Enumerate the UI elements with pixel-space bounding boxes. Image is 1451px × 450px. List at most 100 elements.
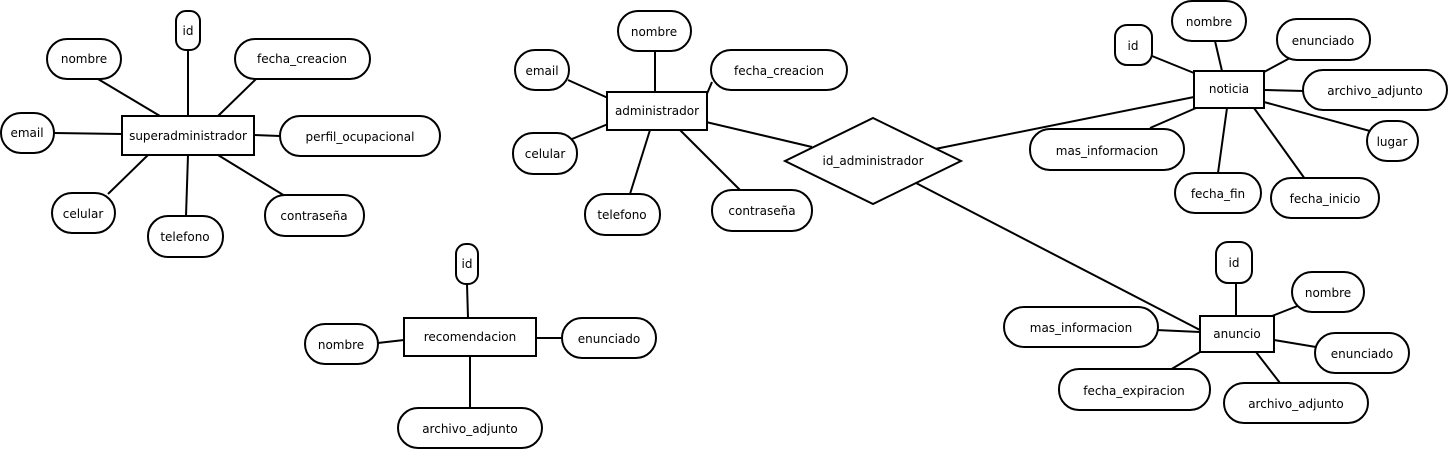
attr-label: telefono xyxy=(597,208,646,222)
attr-noticia-mas_informacion: mas_informacion xyxy=(1029,128,1185,171)
attr-label: enunciado xyxy=(1331,347,1393,361)
edge-superadministrador-nombre xyxy=(97,78,161,117)
edge-administrador-telefono xyxy=(629,129,651,195)
edge-anuncio-mas_informacion xyxy=(1155,329,1201,333)
edge-administrador-celular xyxy=(571,123,609,140)
attr-administrador-email: email xyxy=(514,49,570,91)
attr-administrador-fecha_creacion: fecha_creacion xyxy=(710,49,848,91)
edge-noticia-fecha_inicio xyxy=(1253,107,1306,180)
edge-noticia-fecha_fin xyxy=(1217,107,1228,174)
attr-anuncio-fecha_expiracion: fecha_expiracion xyxy=(1058,368,1211,411)
attr-superadministrador-id: id xyxy=(175,10,201,51)
attr-label: contraseña xyxy=(280,209,347,223)
attr-label: fecha_expiracion xyxy=(1083,384,1185,398)
entity-noticia: noticia xyxy=(1193,70,1265,109)
edge-anuncio-archivo xyxy=(1255,351,1281,384)
attr-recomendacion-enunciado: enunciado xyxy=(561,317,657,359)
attr-label: fecha_inicio xyxy=(1290,192,1361,206)
attr-anuncio-enunciado: enunciado xyxy=(1314,332,1410,374)
attr-label: nombre xyxy=(631,25,677,39)
edge-anuncio-nombre xyxy=(1271,304,1301,317)
attr-noticia-archivo_adjunto: archivo_adjunto xyxy=(1302,69,1448,111)
edge-anuncio-fecha_expiracion xyxy=(1169,351,1201,371)
attr-label: id xyxy=(183,24,194,38)
attr-label: contraseña xyxy=(728,204,795,218)
edge-noticia-archivo xyxy=(1263,89,1305,92)
attr-superadministrador-fecha_creacion: fecha_creacion xyxy=(234,38,371,80)
attr-label: enunciado xyxy=(1292,34,1354,48)
attr-superadministrador-contrasena: contraseña xyxy=(264,194,365,237)
attr-superadministrador-nombre: nombre xyxy=(46,38,122,80)
edges xyxy=(53,40,1371,408)
attr-recomendacion-nombre: nombre xyxy=(304,323,379,365)
entity-label: anuncio xyxy=(1213,327,1260,341)
edge-noticia-id xyxy=(1151,55,1195,74)
entity-anuncio: anuncio xyxy=(1199,315,1275,353)
attr-administrador-nombre: nombre xyxy=(617,10,692,52)
entity-label: superadministrador xyxy=(129,129,247,143)
attr-label: email xyxy=(525,64,558,78)
attr-label: celular xyxy=(525,147,566,161)
attr-superadministrador-celular: celular xyxy=(51,192,116,234)
edge-administrador-contrasena xyxy=(679,129,741,191)
edge-recomendacion-id xyxy=(466,283,469,319)
entity-box xyxy=(606,91,708,131)
attr-label: archivo_adjunto xyxy=(1327,84,1423,98)
attr-label: fecha_creacion xyxy=(257,52,347,66)
attr-superadministrador-telefono: telefono xyxy=(147,215,224,258)
attr-label: nombre xyxy=(1186,15,1232,29)
attr-anuncio-mas_informacion: mas_informacion xyxy=(1003,306,1159,348)
edge-relationship-anuncio xyxy=(915,182,1201,331)
entity-recomendacion: recomendacion xyxy=(403,317,537,357)
edge-administrador-email xyxy=(567,79,609,99)
attr-administrador-celular: celular xyxy=(512,132,578,175)
attr-label: archivo_adjunto xyxy=(422,422,518,436)
attr-label: mas_informacion xyxy=(1030,321,1132,335)
edge-superadministrador-fecha_creacion xyxy=(217,78,257,117)
edge-superadministrador-celular xyxy=(107,154,149,195)
attr-noticia-id: id xyxy=(1114,24,1153,66)
edge-noticia-nombre xyxy=(1214,40,1223,72)
attr-anuncio-nombre: nombre xyxy=(1291,271,1365,313)
edge-administrador-relationship xyxy=(705,121,813,148)
attr-recomendacion-id: id xyxy=(455,243,479,285)
attr-label: celular xyxy=(63,207,104,221)
attr-noticia-enunciado: enunciado xyxy=(1276,18,1371,61)
entity-box xyxy=(1199,315,1275,353)
edge-relationship-noticia xyxy=(934,96,1195,150)
attr-label: archivo_adjunto xyxy=(1248,397,1344,411)
attr-label: id xyxy=(462,257,473,271)
attr-label: email xyxy=(10,126,43,140)
entity-box xyxy=(403,317,537,357)
attr-administrador-telefono: telefono xyxy=(584,193,661,236)
edge-noticia-enunciado xyxy=(1263,57,1291,73)
edge-superadministrador-email xyxy=(53,132,123,135)
attr-label: nombre xyxy=(1305,286,1351,300)
entity-box xyxy=(121,115,255,156)
attr-label: fecha_fin xyxy=(1191,187,1245,201)
attr-administrador-contrasena: contraseña xyxy=(711,189,813,232)
attr-label: enunciado xyxy=(578,332,640,346)
attr-label: fecha_creacion xyxy=(734,64,824,78)
edge-superadministrador-contrasena xyxy=(217,154,286,197)
edge-recomendacion-nombre xyxy=(377,339,405,344)
edge-noticia-lugar xyxy=(1263,101,1371,132)
attr-label: perfil_ocupacional xyxy=(306,130,415,144)
attr-superadministrador-email: email xyxy=(0,112,55,154)
attr-label: id xyxy=(1128,39,1139,53)
edge-noticia-mas_informacion xyxy=(1149,107,1197,129)
relationship-diamond xyxy=(782,116,964,206)
attr-noticia-nombre: nombre xyxy=(1171,0,1247,42)
entity-label: noticia xyxy=(1209,82,1249,96)
attr-noticia-fecha_inicio: fecha_inicio xyxy=(1270,177,1380,219)
attr-noticia-fecha_fin: fecha_fin xyxy=(1174,172,1262,214)
entity-administrador: administrador xyxy=(606,91,708,131)
relationship-label: id_administrador xyxy=(822,154,923,168)
entity-label: recomendacion xyxy=(424,330,517,344)
attr-label: lugar xyxy=(1377,135,1408,149)
attr-label: telefono xyxy=(160,230,209,244)
entity-superadministrador: superadministrador xyxy=(121,115,255,156)
relationship-id_administrador: id_administrador xyxy=(782,116,964,206)
attr-superadministrador-perfil_ocupacional: perfil_ocupacional xyxy=(279,115,441,157)
